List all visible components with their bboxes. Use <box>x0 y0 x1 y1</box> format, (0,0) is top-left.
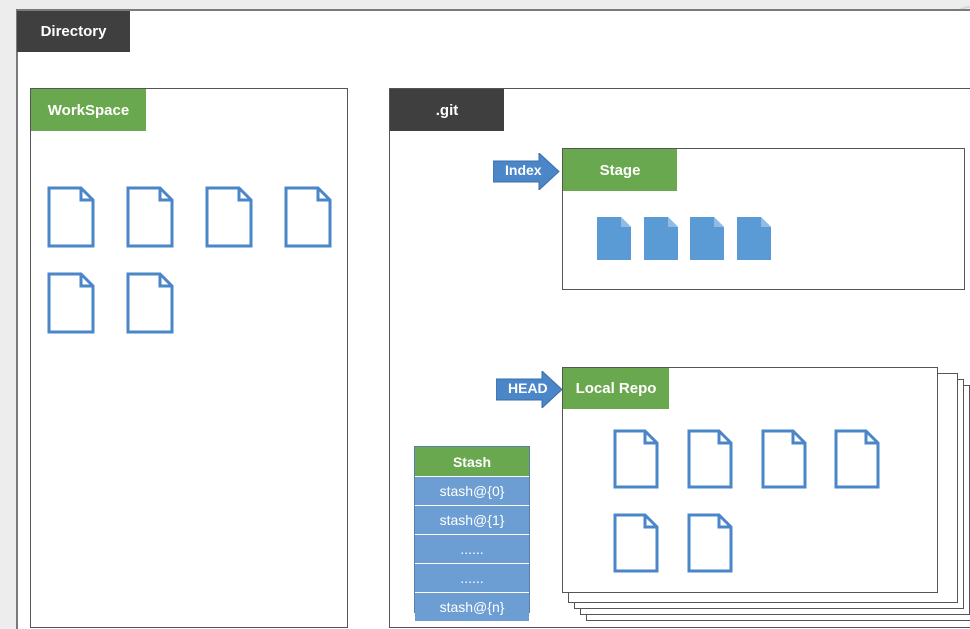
local-repo-label: Local Repo <box>575 380 657 397</box>
file-outline-icon <box>47 186 95 248</box>
file-outline-icon <box>613 429 659 489</box>
stash-entry-label: stash@{0} <box>439 483 505 499</box>
workspace-tab: WorkSpace <box>31 89 146 131</box>
local-repo-tab: Local Repo <box>563 368 669 409</box>
file-filled-icon <box>737 217 771 260</box>
stash-entry[interactable]: ...... <box>415 534 529 563</box>
head-label: HEAD <box>508 380 548 396</box>
workspace-box <box>30 88 348 628</box>
file-outline-icon <box>687 513 733 573</box>
stash-entry-label: stash@{1} <box>439 512 505 528</box>
file-outline-icon <box>126 272 174 334</box>
git-tab: .git <box>390 89 504 131</box>
file-filled-icon <box>690 217 724 260</box>
directory-label: Directory <box>40 23 107 40</box>
file-outline-icon <box>613 513 659 573</box>
stash-entry[interactable]: stash@{1} <box>415 505 529 534</box>
file-outline-icon <box>687 429 733 489</box>
file-outline-icon <box>761 429 807 489</box>
stash-entry-label: ...... <box>460 541 484 557</box>
directory-tab: Directory <box>17 11 130 52</box>
file-filled-icon <box>597 217 631 260</box>
stash-entry[interactable]: stash@{0} <box>415 476 529 505</box>
index-label: Index <box>505 162 542 178</box>
stash-entry-label: stash@{n} <box>439 599 505 615</box>
stash-entry-label: ...... <box>460 570 484 586</box>
stage-tab: Stage <box>563 149 677 191</box>
stage-label: Stage <box>599 161 641 179</box>
stash-entry[interactable]: ...... <box>415 563 529 592</box>
head-arrow: HEAD <box>496 371 564 408</box>
stash-label: Stash <box>452 453 492 470</box>
file-outline-icon <box>126 186 174 248</box>
file-filled-icon <box>644 217 678 260</box>
stash-entry[interactable]: stash@{n} <box>415 592 529 621</box>
stash-table: Stash stash@{0} stash@{1} ...... ...... … <box>414 446 530 621</box>
file-outline-icon <box>205 186 253 248</box>
stash-header: Stash <box>415 447 529 476</box>
file-outline-icon <box>47 272 95 334</box>
index-arrow: Index <box>493 153 561 190</box>
file-outline-icon <box>284 186 332 248</box>
workspace-label: WorkSpace <box>47 101 130 119</box>
git-label: .git <box>435 101 459 119</box>
file-outline-icon <box>834 429 880 489</box>
